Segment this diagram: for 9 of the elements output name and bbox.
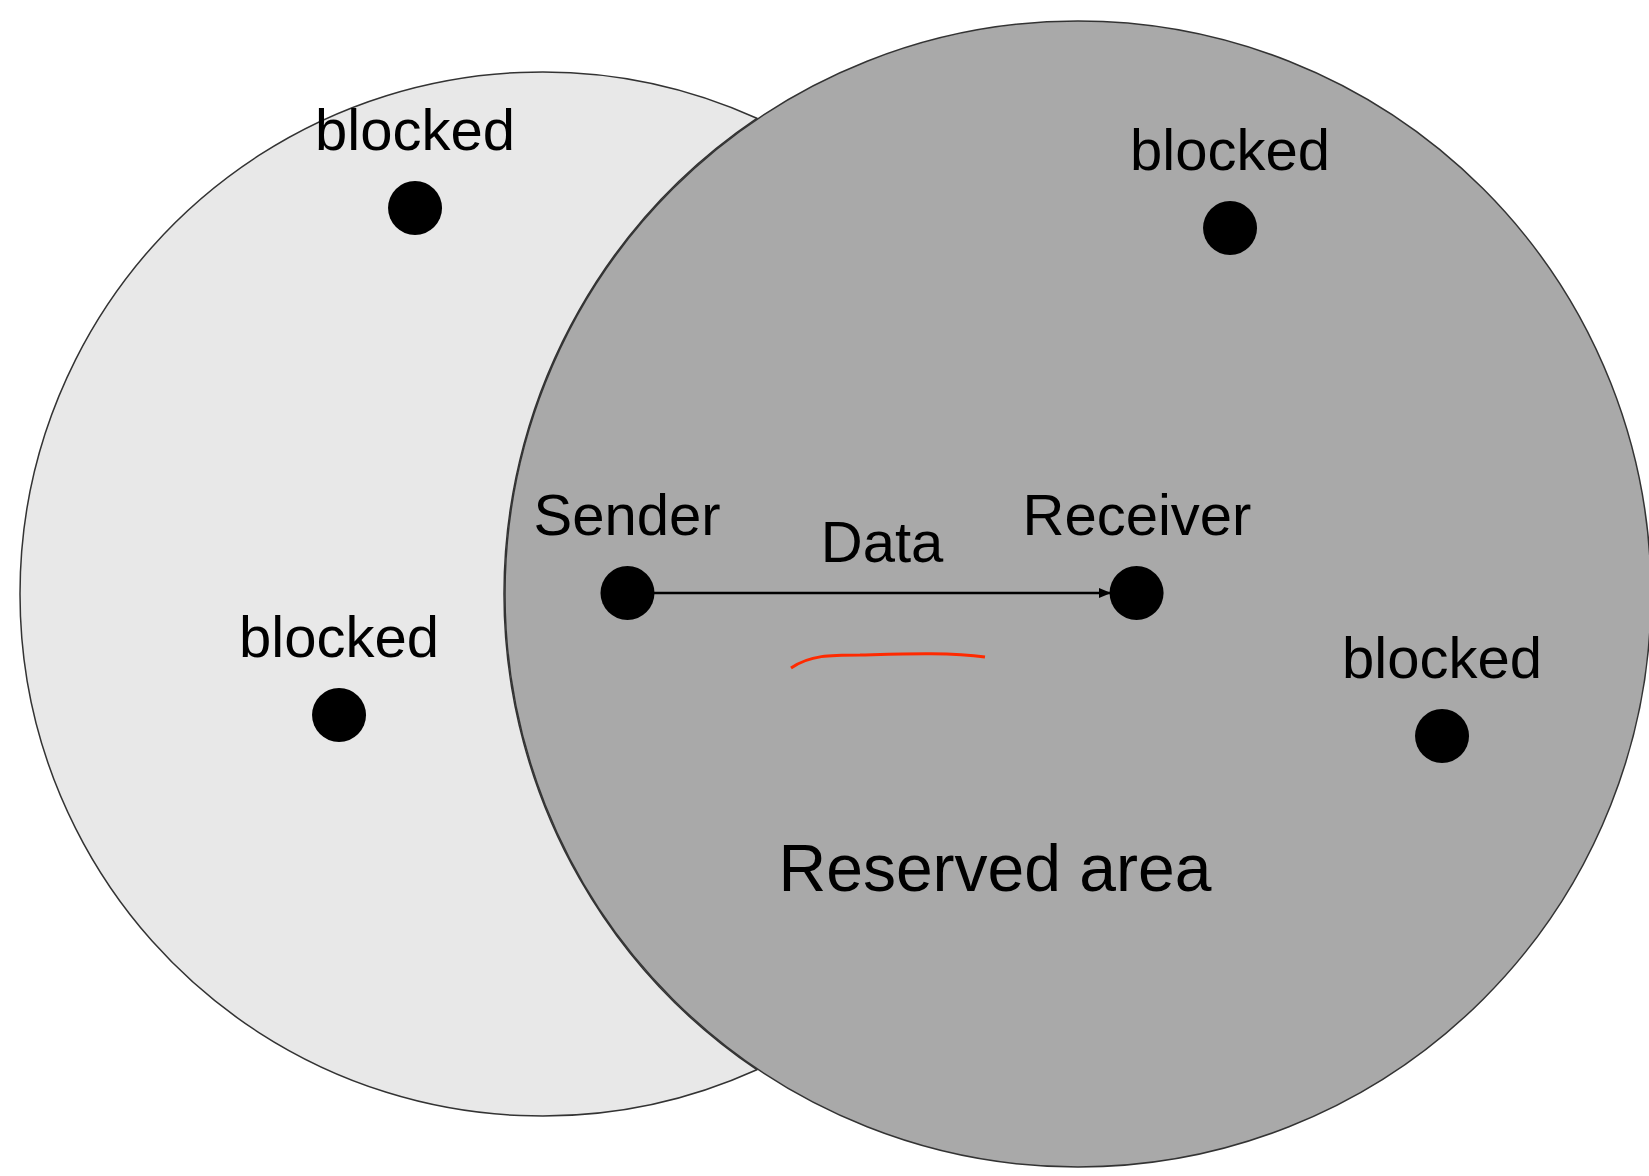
node-label: blocked [1130,121,1330,179]
node-label: Sender [533,486,721,544]
area-label: Reserved area [778,830,1212,906]
node-label: blocked [239,608,439,666]
node-label: Receiver [1022,486,1252,544]
node-label: blocked [315,101,515,159]
edge-label: Data [820,513,944,571]
arrow [654,588,1111,598]
node-label: blocked [1342,629,1542,687]
